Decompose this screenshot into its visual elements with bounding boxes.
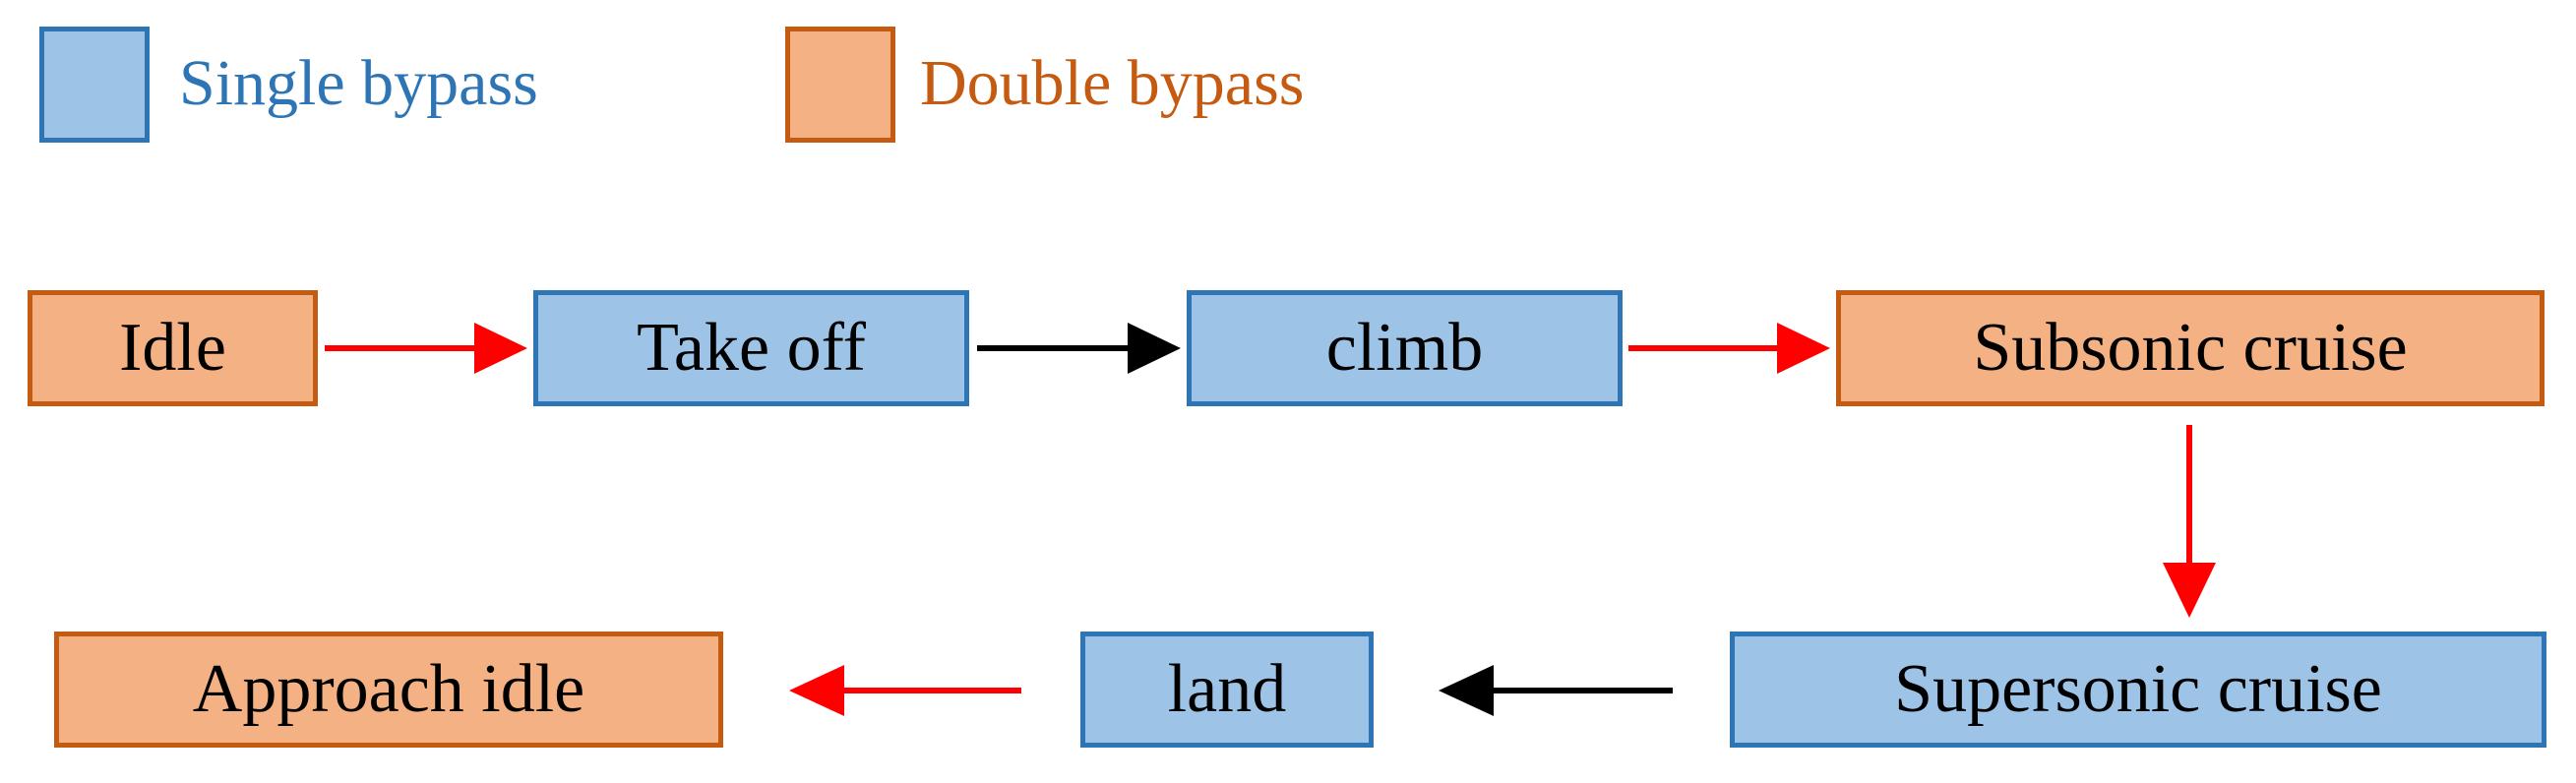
- node-subsonic-cruise-label: Subsonic cruise: [1973, 310, 2408, 386]
- node-subsonic-cruise: Subsonic cruise: [1836, 290, 2545, 406]
- node-approach-idle: Approach idle: [54, 632, 723, 748]
- legend-single-bypass-swatch: [39, 27, 150, 143]
- node-idle: Idle: [28, 290, 318, 406]
- legend-single-bypass-label: Single bypass: [179, 47, 538, 119]
- node-approach-idle-label: Approach idle: [192, 651, 585, 727]
- arrow-take-off-to-climb: [977, 323, 1181, 374]
- node-supersonic-cruise-label: Supersonic cruise: [1894, 651, 2382, 727]
- arrow-supersonic-cruise-to-land: [1439, 665, 1673, 716]
- node-land-label: land: [1167, 651, 1287, 727]
- node-idle-label: Idle: [119, 310, 226, 386]
- node-supersonic-cruise: Supersonic cruise: [1730, 632, 2546, 748]
- node-take-off-label: Take off: [637, 310, 866, 386]
- node-land: land: [1080, 632, 1374, 748]
- arrow-climb-to-subsonic-cruise: [1628, 323, 1830, 374]
- node-climb-label: climb: [1325, 310, 1484, 386]
- arrow-idle-to-take-off: [325, 323, 527, 374]
- node-climb: climb: [1187, 290, 1623, 406]
- legend-double-bypass-label: Double bypass: [920, 47, 1305, 119]
- node-take-off: Take off: [533, 290, 969, 406]
- arrow-subsonic-to-supersonic-cruise: [2163, 425, 2216, 618]
- arrow-land-to-approach-idle: [789, 665, 1021, 716]
- legend-double-bypass-swatch: [785, 27, 895, 143]
